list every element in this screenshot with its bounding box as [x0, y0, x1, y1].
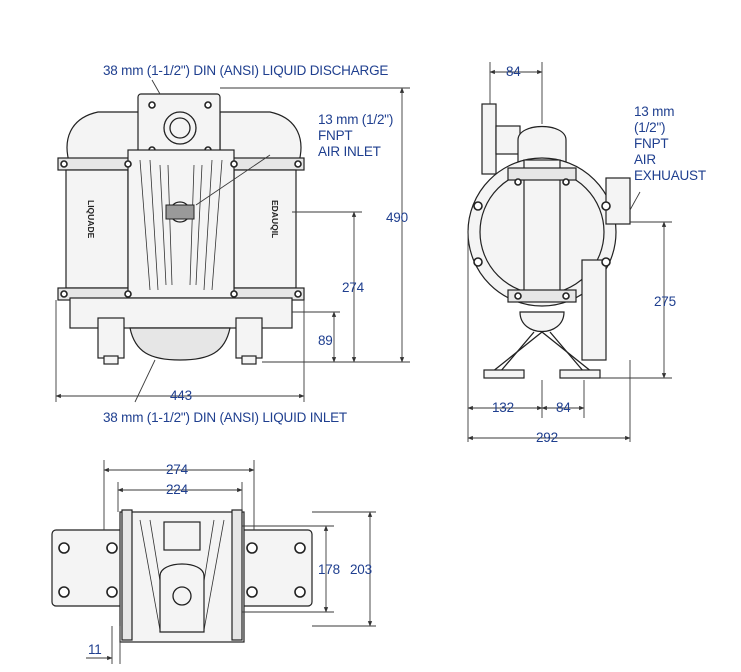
- dim-bottom-outer: 274: [166, 462, 189, 477]
- air-exhaust-label-4: AIR: [634, 152, 656, 167]
- air-exhaust-label-2: (1/2"): [634, 120, 665, 135]
- dim-bottom-h1: 178: [318, 562, 340, 577]
- air-exhaust-label-3: FNPT: [634, 136, 668, 151]
- side-dimensions: [467, 62, 672, 442]
- dim-side-left: 132: [492, 400, 514, 415]
- bottom-view: [51, 509, 313, 643]
- side-view: [467, 103, 631, 379]
- dim-front-inlet-to-air: 274: [342, 280, 365, 295]
- discharge-label: 38 mm (1-1/2") DIN (ANSI) LIQUID DISCHAR…: [103, 63, 388, 78]
- dim-side-top: 84: [506, 64, 521, 79]
- air-inlet-label-1: 13 mm (1/2"): [318, 112, 393, 127]
- dim-side-right: 84: [556, 400, 571, 415]
- dim-bottom-slot: 11: [88, 642, 102, 657]
- air-inlet-label-3: AIR INLET: [318, 144, 381, 159]
- dim-front-height: 490: [386, 210, 408, 225]
- air-inlet-label-2: FNPT: [318, 128, 352, 143]
- front-view: LIQUADE EDAUQIL: [57, 93, 305, 365]
- dim-bottom-inner: 224: [166, 482, 189, 497]
- dim-front-base-to-inlet: 89: [318, 333, 333, 348]
- dim-side-exhaust-height: 275: [654, 294, 676, 309]
- front-dimensions: [55, 79, 410, 403]
- dim-bottom-h2: 203: [350, 562, 372, 577]
- dim-front-width: 443: [170, 388, 192, 403]
- inlet-label: 38 mm (1-1/2") DIN (ANSI) LIQUID INLET: [103, 410, 347, 425]
- air-exhaust-label-1: 13 mm: [634, 104, 674, 119]
- air-exhaust-label-5: EXHUAUST: [634, 168, 706, 183]
- liquade-text-left: LIQUADE: [86, 200, 96, 239]
- bottom-dimensions: [86, 460, 376, 664]
- dim-side-width: 292: [536, 430, 558, 445]
- liquade-text-right: EDAUQIL: [270, 200, 280, 238]
